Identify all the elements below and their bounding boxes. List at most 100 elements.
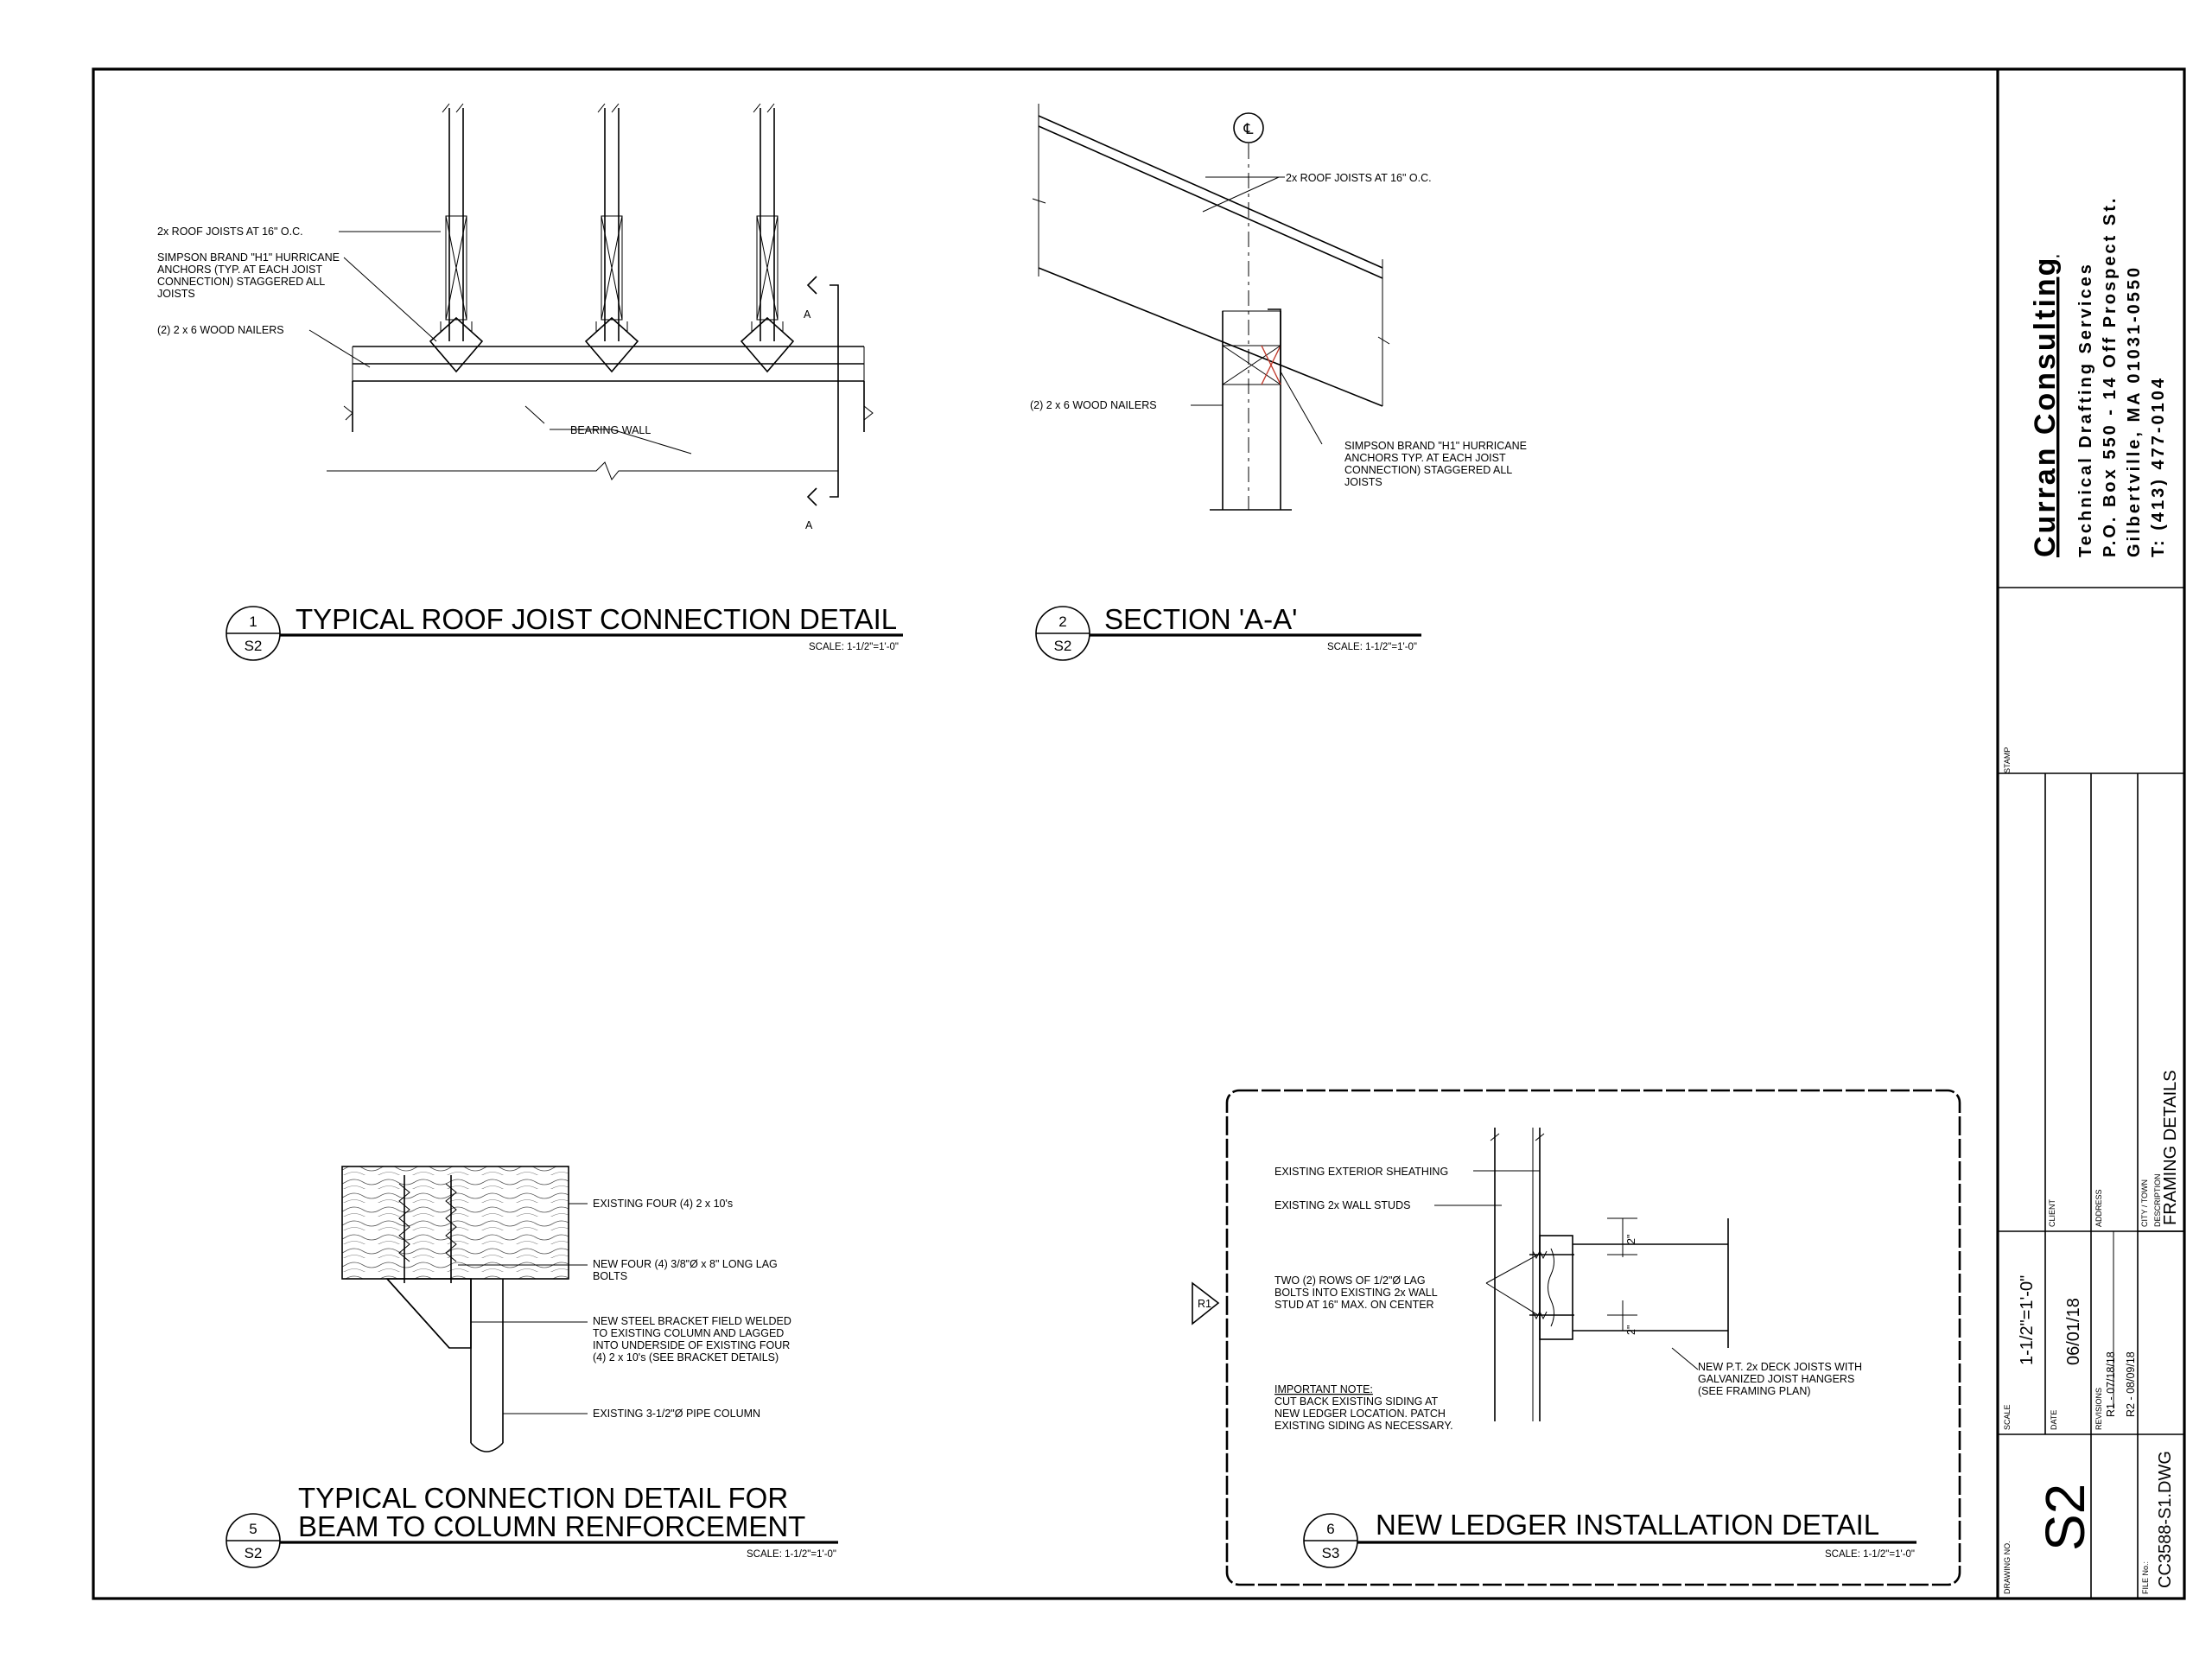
firm-name: Curran Consulting (2029, 256, 2062, 557)
pipe-column (470, 1279, 504, 1452)
d5-title-2: BEAM TO COLUMN RENFORCEMENT (298, 1510, 805, 1542)
description-label: DESCRIPTION (2153, 1173, 2162, 1227)
wall-studs (1490, 1128, 1545, 1421)
beam-existing (341, 1166, 569, 1280)
d5-note-bracket-2: TO EXISTING COLUMN AND LAGGED (593, 1327, 784, 1339)
city-label: CITY / TOWN (2140, 1179, 2149, 1227)
revision-1: R1 - 07/18/18 (2105, 1351, 2117, 1417)
d1-title: TYPICAL ROOF JOIST CONNECTION DETAIL (296, 603, 897, 635)
scale-value: 1-1/2"=1'-0" (2018, 1275, 2037, 1365)
detail-1-title-block: 1 S2 TYPICAL ROOF JOIST CONNECTION DETAI… (226, 603, 903, 661)
d1-note-anchors-1: SIMPSON BRAND "H1" HURRICANE (157, 251, 340, 264)
scale-label: SCALE (2003, 1404, 2012, 1430)
d6-note-bolts-2: BOLTS INTO EXISTING 2x WALL (1274, 1287, 1438, 1299)
d5-title-1: TYPICAL CONNECTION DETAIL FOR (298, 1482, 788, 1514)
d5-note-bracket-3: INTO UNDERSIDE OF EXISTING FOUR (593, 1339, 790, 1351)
d2-note-anchors-1: SIMPSON BRAND "H1" HURRICANE (1344, 440, 1527, 452)
d6-note-joists-1: NEW P.T. 2x DECK JOISTS WITH (1698, 1361, 1862, 1373)
client-label: CLIENT (2048, 1198, 2056, 1227)
firm-line-4: T: (413) 477-0104 (2149, 376, 2168, 557)
d2-note-nailers: (2) 2 x 6 WOOD NAILERS (1030, 399, 1157, 411)
firm-line-1: Technical Drafting Services (2076, 262, 2095, 557)
d5-note-bracket-4: (4) 2 x 10's (SEE BRACKET DETAILS) (593, 1351, 779, 1363)
d6-note-sheathing: EXISTING EXTERIOR SHEATHING (1274, 1166, 1448, 1178)
revision-cloud (1225, 1089, 1961, 1586)
section-mark-bottom: A (805, 519, 813, 531)
firm-line-3: Gilbertville, MA 01031-0550 (2125, 265, 2144, 557)
d5-sheet: S2 (245, 1545, 263, 1561)
d1-scale: SCALE: 1-1/2"=1'-0" (809, 642, 899, 652)
wall-section (1210, 308, 1292, 511)
d6-note-joists-2: GALVANIZED JOIST HANGERS (1698, 1373, 1854, 1385)
revision-tag: R1 (1198, 1298, 1211, 1310)
d2-title: SECTION 'A-A' (1104, 603, 1297, 635)
steel-bracket (385, 1278, 472, 1349)
detail-5-beam-to-column: EXISTING FOUR (4) 2 x 10's NEW FOUR (4) … (226, 1166, 838, 1568)
roof-joists (429, 103, 795, 373)
d6-scale: SCALE: 1-1/2"=1'-0" (1825, 1549, 1915, 1560)
d1-number: 1 (249, 613, 257, 630)
d1-note-wall: BEARING WALL (570, 424, 651, 436)
d1-note-anchors-2: ANCHORS (TYP. AT EACH JOIST (157, 264, 322, 276)
drawing-no-label: DRAWING NO. (2003, 1541, 2012, 1594)
revision-triangle: R1 (1192, 1281, 1220, 1325)
detail-2-title-block: 2 S2 SECTION 'A-A' SCALE: 1-1/2"=1'-0" (1035, 603, 1421, 661)
d6-important-head: IMPORTANT NOTE: (1274, 1383, 1373, 1395)
d2-scale: SCALE: 1-1/2"=1'-0" (1327, 642, 1417, 652)
bearing-wall (327, 381, 874, 480)
date-label: DATE (2050, 1410, 2058, 1430)
d1-sheet: S2 (245, 638, 263, 654)
date-value: 06/01/18 (2064, 1298, 2083, 1365)
d6-number: 6 (1326, 1521, 1334, 1537)
d5-note-lag-1: NEW FOUR (4) 3/8"Ø x 8" LONG LAG (593, 1258, 778, 1270)
detail-6-title-block: 6 S3 NEW LEDGER INSTALLATION DETAIL SCAL… (1303, 1509, 1916, 1568)
d5-number: 5 (249, 1521, 257, 1537)
file-label: FILE No.: (2141, 1561, 2150, 1594)
d5-note-bracket-1: NEW STEEL BRACKET FIELD WELDED (593, 1315, 791, 1327)
section-mark-top: A (804, 308, 811, 321)
address-label: ADDRESS (2094, 1189, 2103, 1227)
detail-6-ledger-installation: R1 2" 2" EXISTING EXTERIOR SHEATHING EXI… (1192, 1089, 1961, 1586)
firm-info: Curran Consulting Technical Drafting Ser… (2029, 196, 2168, 557)
d6-note-studs: EXISTING 2x WALL STUDS (1274, 1199, 1410, 1211)
d5-note-column: EXISTING 3-1/2"Ø PIPE COLUMN (593, 1408, 760, 1420)
d1-note-nailers: (2) 2 x 6 WOOD NAILERS (157, 324, 284, 336)
d1-note-anchors-3: CONNECTION) STAGGERED ALL (157, 276, 325, 288)
detail-5-title-block: 5 S2 TYPICAL CONNECTION DETAIL FOR BEAM … (226, 1482, 838, 1568)
d5-scale: SCALE: 1-1/2"=1'-0" (747, 1549, 836, 1560)
drawing-number: S2 (2034, 1484, 2096, 1551)
centerline-symbol: ℄ (1233, 112, 1264, 510)
dim-bottom: 2" (1625, 1325, 1637, 1335)
d6-important-1: CUT BACK EXISTING SIDING AT (1274, 1395, 1439, 1408)
stamp-label: STAMP (2003, 747, 2012, 773)
dimensions: 2" 2" (1607, 1217, 1637, 1335)
d2-note-anchors-4: JOISTS (1344, 476, 1382, 488)
d2-sheet: S2 (1054, 638, 1072, 654)
d6-note-joists-3: (SEE FRAMING PLAN) (1698, 1385, 1811, 1397)
d2-number: 2 (1058, 613, 1066, 630)
d6-title: NEW LEDGER INSTALLATION DETAIL (1376, 1509, 1879, 1541)
d5-note-lag-2: BOLTS (593, 1270, 627, 1282)
firm-line-2: P.O. Box 550 - 14 Off Prospect St. (2101, 196, 2120, 557)
d1-note-joists: 2x ROOF JOISTS AT 16" O.C. (157, 226, 303, 238)
d6-note-bolts-3: STUD AT 16" MAX. ON CENTER (1274, 1299, 1434, 1311)
d2-note-joists: 2x ROOF JOISTS AT 16" O.C. (1286, 172, 1432, 184)
dim-top: 2" (1625, 1235, 1637, 1244)
wood-nailers (352, 346, 865, 406)
d6-important-2: NEW LEDGER LOCATION. PATCH (1274, 1408, 1446, 1420)
detail-1-roof-joist-connection: A A 2x ROOF JOISTS AT 16" O.C. SIMPSON B… (157, 103, 903, 661)
sheet-border (92, 67, 2186, 1600)
section-markers: A A (804, 276, 839, 531)
d6-sheet: S3 (1322, 1545, 1340, 1561)
file-number: CC3588-S1.DWG (2156, 1451, 2175, 1588)
d2-note-anchors-3: CONNECTION) STAGGERED ALL (1344, 464, 1512, 476)
d1-note-anchors-4: JOISTS (157, 288, 195, 300)
revisions-label: REVISIONS (2094, 1388, 2103, 1430)
d2-note-anchors-2: ANCHORS TYP. AT EACH JOIST (1344, 452, 1506, 464)
d6-important-3: EXISTING SIDING AS NECESSARY. (1274, 1420, 1453, 1432)
detail-2-section-aa: ℄ 2x ROOF JOISTS AT 16" O.C. (2) 2 x 6 W… (1030, 104, 1527, 661)
revision-2: R2 - 08/09/18 (2125, 1351, 2137, 1417)
d5-note-existing: EXISTING FOUR (4) 2 x 10's (593, 1198, 733, 1210)
